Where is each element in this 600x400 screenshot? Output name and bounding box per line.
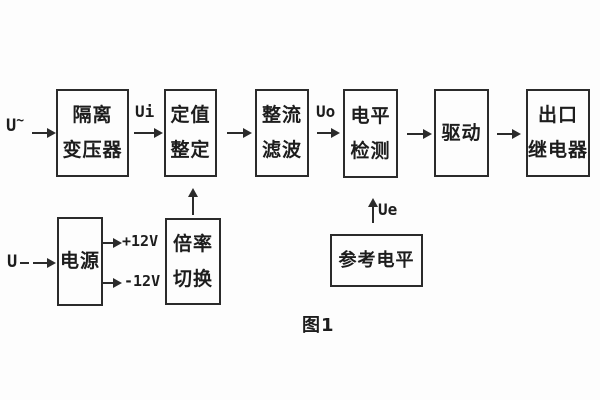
block-rectify-filter: 整流 滤波 <box>255 89 309 177</box>
block-level-detect-line2: 检测 <box>350 139 391 162</box>
arrow-ac-input-icon <box>32 128 56 138</box>
block-power-supply: 电源 <box>57 217 103 306</box>
block-drive: 驱动 <box>434 89 489 177</box>
block-rectify-filter-line1: 整流 <box>261 104 302 126</box>
block-output-relay: 出口 继电器 <box>526 89 590 177</box>
arrow-ue-icon <box>368 198 378 223</box>
block-setpoint-adjust-line2: 整定 <box>170 139 211 161</box>
arrow-drive-to-relay-icon <box>497 129 521 139</box>
block-setpoint-adjust-line1: 定值 <box>170 104 211 126</box>
label-minus-12v: -12V <box>124 272 161 290</box>
label-plus-12v: +12V <box>122 232 159 250</box>
block-setpoint-adjust: 定值 整定 <box>164 89 217 177</box>
label-input-ac: U~ <box>6 114 24 136</box>
arrow-uo-icon <box>317 128 340 138</box>
block-power-supply-line1: 电源 <box>59 250 100 272</box>
label-uo: Uo <box>316 102 336 121</box>
block-level-detect-line1: 电平 <box>350 104 391 127</box>
block-reference-level-line1: 参考电平 <box>338 250 415 271</box>
label-input-dc: U <box>7 252 18 272</box>
block-ratio-switch: 倍率 切换 <box>165 218 221 305</box>
arrow-detect-to-drive-icon <box>407 129 432 139</box>
arrow-minus-12v-icon <box>103 278 122 288</box>
block-rectify-filter-line2: 滤波 <box>261 139 302 161</box>
arrow-ratio-to-setpoint-icon <box>188 188 198 215</box>
block-drive-line1: 驱动 <box>441 121 482 144</box>
block-level-detect: 电平 检测 <box>343 89 398 178</box>
block-isolation-transformer-line1: 隔离 <box>72 104 113 126</box>
block-reference-level: 参考电平 <box>330 234 423 287</box>
arrow-dc-input-icon <box>33 258 56 268</box>
block-isolation-transformer: 隔离 变压器 <box>56 89 129 177</box>
block-ratio-switch-line1: 倍率 <box>172 232 213 255</box>
block-output-relay-line2: 继电器 <box>528 139 589 161</box>
label-input-ac-tilde: ~ <box>16 113 25 129</box>
label-ui: Ui <box>135 102 155 121</box>
block-isolation-transformer-line2: 变压器 <box>62 139 123 161</box>
dc-input-dash-icon <box>20 262 29 264</box>
arrow-setpoint-to-rectifier-icon <box>227 128 252 138</box>
label-input-ac-base: U <box>6 116 17 136</box>
figure-caption: 图1 <box>302 315 335 336</box>
label-ue: Ue <box>378 200 398 219</box>
arrow-plus-12v-icon <box>103 238 122 248</box>
block-ratio-switch-line2: 切换 <box>172 267 213 290</box>
block-output-relay-line1: 出口 <box>537 104 578 126</box>
arrow-ui-icon <box>134 128 163 138</box>
